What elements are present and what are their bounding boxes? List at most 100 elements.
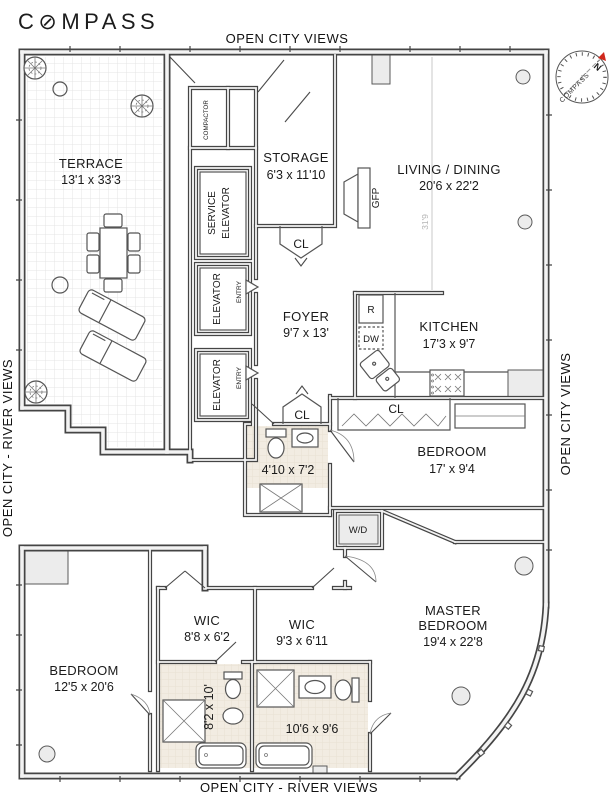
plant-icon (23, 56, 47, 80)
dishwasher-label: DW (363, 334, 379, 345)
living-dining-label: LIVING / DINING (397, 162, 500, 177)
toilet-tank (223, 671, 243, 680)
closet1-fold (294, 257, 308, 267)
bedroom2-label: BEDROOM (417, 444, 486, 459)
fixtures (23, 56, 534, 769)
master-door-leaf (344, 555, 377, 583)
sink-basin (304, 679, 326, 695)
closet-2 (282, 393, 322, 424)
storage-label: STORAGE (263, 150, 328, 165)
washer-dryer-box (338, 514, 379, 545)
shower (162, 699, 206, 743)
bathtub (195, 742, 247, 769)
master-bedroom-dims: 19'4 x 22'8 (423, 635, 483, 649)
fireplace (343, 167, 371, 229)
elevator-cab (199, 267, 247, 331)
bedroom3-door-leaf (130, 693, 151, 716)
wic1-door-leaves (164, 570, 206, 589)
bath2-dims: 8'2 x 10' (202, 684, 216, 730)
curve-tick (503, 721, 513, 731)
master-bedroom-label2: BEDROOM (418, 618, 487, 633)
top-wall-pier (371, 53, 391, 85)
view-label-bottom: OPEN CITY - RIVER VIEWS (200, 780, 378, 795)
column (517, 214, 533, 230)
plant-icon (130, 94, 154, 118)
bath2-door-leaf (214, 641, 237, 663)
wic2-label: WIC (289, 617, 315, 632)
wic2-door-leaf (311, 567, 335, 589)
walls-inner-lines (20, 50, 548, 779)
master-bath-door-leaf (369, 712, 392, 735)
view-label-left: OPEN CITY - RIVER VIEWS (0, 359, 15, 537)
bedroom2-closet-label: CL (388, 402, 404, 416)
curve-tick (537, 644, 546, 653)
bedroom3-label: BEDROOM (49, 663, 118, 678)
curve-tick (476, 748, 486, 758)
fireplace-label: GFP (371, 187, 382, 208)
lounge-chair (78, 289, 146, 341)
plant-icon (24, 380, 48, 404)
toilet-bowl (224, 678, 242, 700)
bedroom2-door-leaf (329, 429, 355, 463)
elevator1-label: ELEVATOR (212, 273, 223, 325)
kitchen-dims: 17'3 x 9'7 (423, 337, 476, 351)
room-labels: TERRACE 13'1 x 33'3 STORAGE 6'3 x 11'10 … (49, 100, 500, 736)
kitchen-sink (359, 349, 401, 392)
master-bedroom-label1: MASTER (425, 603, 481, 618)
sink-counter (291, 428, 319, 448)
bedroom3-dims: 12'5 x 20'6 (54, 680, 114, 694)
service-elevator-cab (199, 171, 247, 255)
service-elevator-label1: SERVICE (207, 191, 218, 235)
closet1-label: CL (293, 237, 309, 251)
toilet-tank (265, 428, 287, 438)
wic2-dims: 9'3 x 6'11 (276, 634, 328, 648)
terrace-label: TERRACE (59, 156, 123, 171)
wic1-dims: 8'8 x 6'2 (184, 630, 230, 644)
elevator-entry-marker (245, 364, 260, 382)
kitchen-fixtures (358, 293, 508, 398)
dishwasher (358, 326, 384, 350)
entry-door-leaf (284, 91, 311, 123)
compass-rose: N COMPASS (555, 50, 609, 104)
sink-basin (296, 432, 314, 444)
shower (256, 669, 295, 708)
bedroom2-dims: 17' x 9'4 (429, 462, 475, 476)
curve-tick (525, 688, 534, 697)
terrace-dims: 13'1 x 33'3 (61, 173, 121, 187)
closet2-fold (295, 385, 309, 395)
page-chrome: C⊘MPASS OPEN CITY VIEWS OPEN CITY - RIVE… (0, 9, 609, 795)
doors (130, 56, 392, 735)
sink-basin (222, 707, 244, 725)
range (429, 369, 465, 397)
lower-left-wall-block (21, 547, 69, 585)
foyer-dims: 9'7 x 13' (283, 326, 329, 340)
living-dining-dims: 20'6 x 22'2 (419, 179, 479, 193)
elevator-cab (199, 353, 247, 417)
kitchen-right-pier (507, 369, 547, 399)
window-ticks (16, 46, 552, 782)
wic1-label: WIC (194, 613, 220, 628)
elevator1-entry-label: ENTRY (236, 280, 243, 303)
closet-1 (279, 226, 323, 259)
planter-circle (51, 276, 69, 294)
bath1-door-leaf (251, 403, 275, 425)
bedroom2-closet (337, 398, 526, 431)
entry-door-leaf (257, 59, 285, 93)
shower (259, 483, 303, 513)
column (38, 745, 56, 763)
view-label-right: OPEN CITY VIEWS (558, 353, 573, 476)
elevator-entry-marker (245, 278, 260, 296)
storage-dims: 6'3 x 11'10 (267, 168, 326, 182)
compass-north-label: N (592, 61, 603, 73)
column (514, 556, 534, 576)
foyer-label: FOYER (283, 309, 329, 324)
toilet-tank (351, 677, 360, 703)
refrigerator (358, 294, 384, 324)
bathtub (255, 742, 313, 769)
compass-logo: C⊘MPASS (18, 9, 159, 34)
master-bath-fixtures (255, 669, 360, 769)
column (515, 69, 531, 85)
closet2-label: CL (294, 408, 310, 422)
